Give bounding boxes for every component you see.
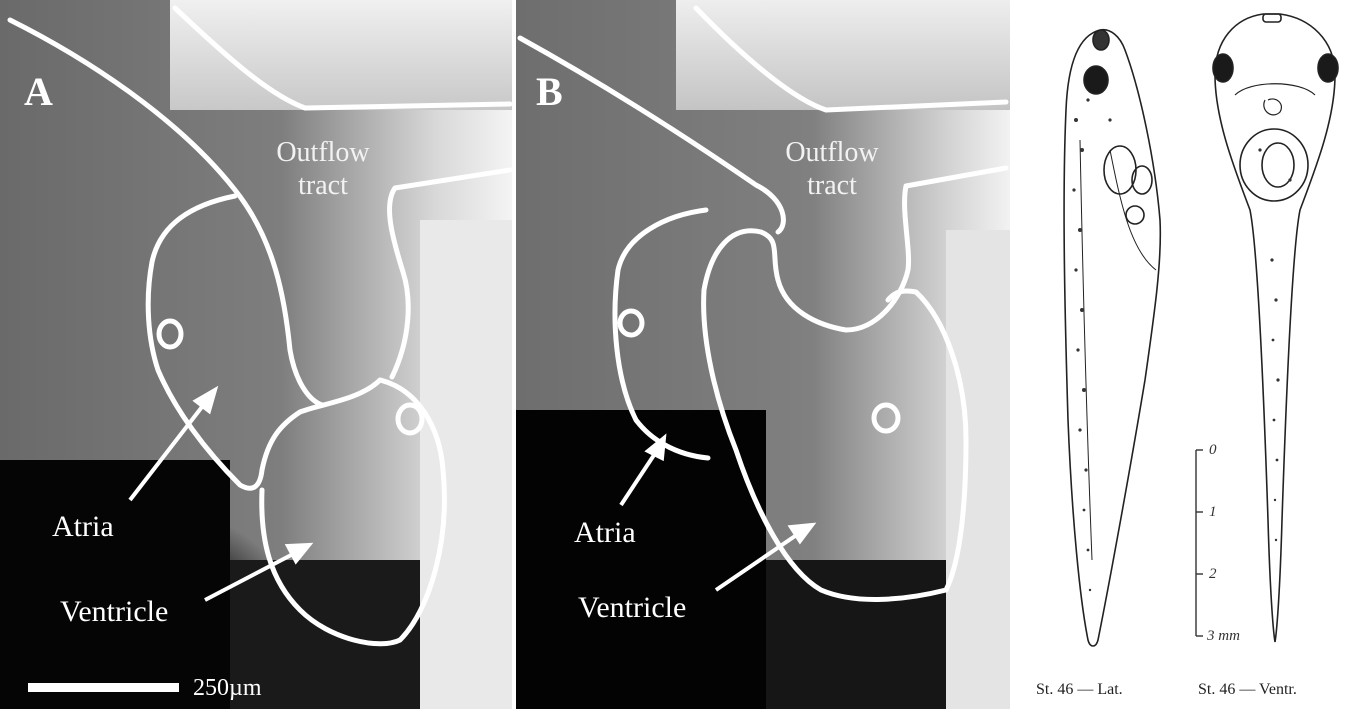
scale-bar-label: 250µm (193, 676, 262, 700)
outflow-tract-label-b: Outflow tract (757, 136, 907, 202)
scale-bar-line (28, 683, 179, 692)
ventricle-label-b: Ventricle (578, 593, 686, 623)
outflow-line1-a: Outflow (248, 136, 398, 169)
scale-tick-0: 0 (1209, 443, 1217, 458)
ventral-pigment-dots (1258, 148, 1291, 541)
tadpole-drawing-panel: 0 1 2 3 mm St. 46 — Lat. St. 46 — Ventr. (1010, 0, 1361, 709)
lateral-pigment-dots (1072, 98, 1111, 591)
tadpole-drawings (1010, 0, 1361, 709)
scale-tick-2: 2 (1209, 567, 1217, 582)
ventricle-label-a: Ventricle (60, 597, 168, 627)
caption-lateral: St. 46 — Lat. (1036, 682, 1123, 698)
panel-b-letter: B (536, 72, 563, 112)
panel-b-heart-image: B Outflow tract Atria Ventricle (516, 0, 1010, 709)
atria-label-a: Atria (52, 512, 114, 542)
tadpole-lateral-drawing (1064, 30, 1160, 646)
atria-label-b: Atria (574, 518, 636, 548)
panel-a-letter: A (24, 72, 53, 112)
tadpole-ventral-drawing (1213, 14, 1338, 642)
outflow-line2-a: tract (248, 169, 398, 202)
outflow-line2-b: tract (757, 169, 907, 202)
scale-tick-1: 1 (1209, 505, 1217, 520)
outflow-line1-b: Outflow (757, 136, 907, 169)
mm-scale-ruler (1196, 450, 1203, 636)
scale-tick-3mm: 3 mm (1207, 629, 1240, 644)
caption-ventral: St. 46 — Ventr. (1198, 682, 1297, 698)
outflow-tract-label-a: Outflow tract (248, 136, 398, 202)
panel-a-heart-image: A Outflow tract Atria Ventricle 250µm (0, 0, 512, 709)
